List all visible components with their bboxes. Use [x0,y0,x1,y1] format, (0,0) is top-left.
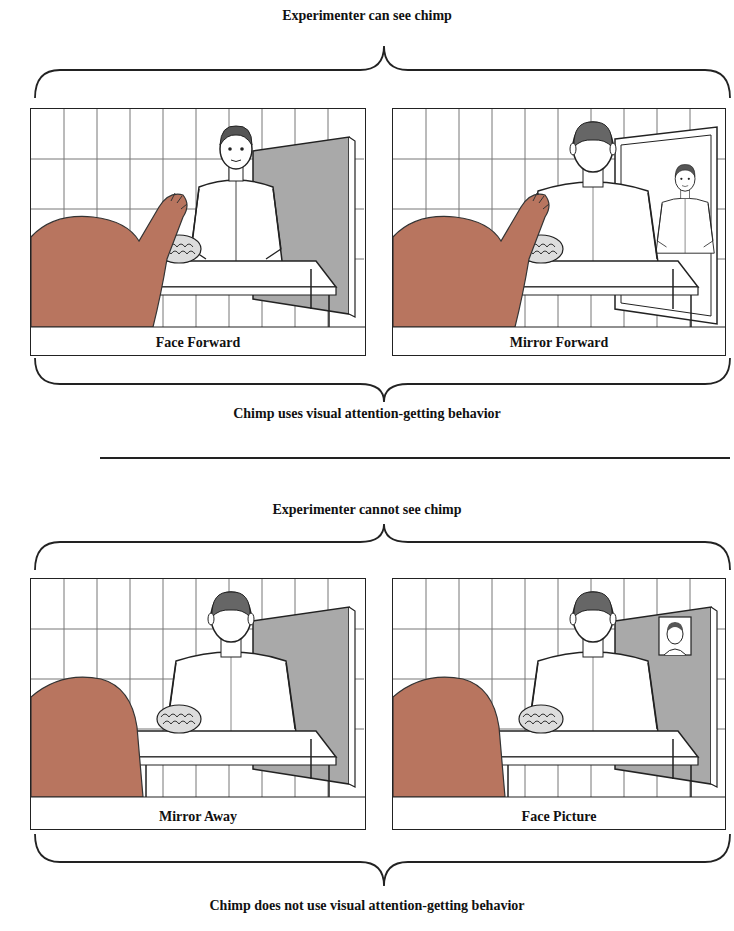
bracket [35,46,730,98]
panel-caption: Mirror Away [159,809,237,829]
condition-label: Experimenter can see chimp [0,8,734,24]
panel-frame: Mirror Forward [392,108,726,356]
condition-label: Experimenter cannot see chimp [0,502,734,518]
panel-frame: Face Picture [392,578,726,830]
condition-label: Chimp uses visual attention-getting beha… [0,406,734,422]
panel-caption: Mirror Forward [510,335,609,355]
panel-frame: Face Forward [30,108,366,356]
bracket [35,358,730,402]
condition-label: Chimp does not use visual attention-gett… [0,898,734,914]
bracket [35,834,730,886]
bracket [35,524,730,570]
panel-caption: Face Forward [156,335,240,355]
divider-line [100,457,730,459]
panel-caption: Face Picture [522,809,597,829]
panel-frame: Mirror Away [30,578,366,830]
